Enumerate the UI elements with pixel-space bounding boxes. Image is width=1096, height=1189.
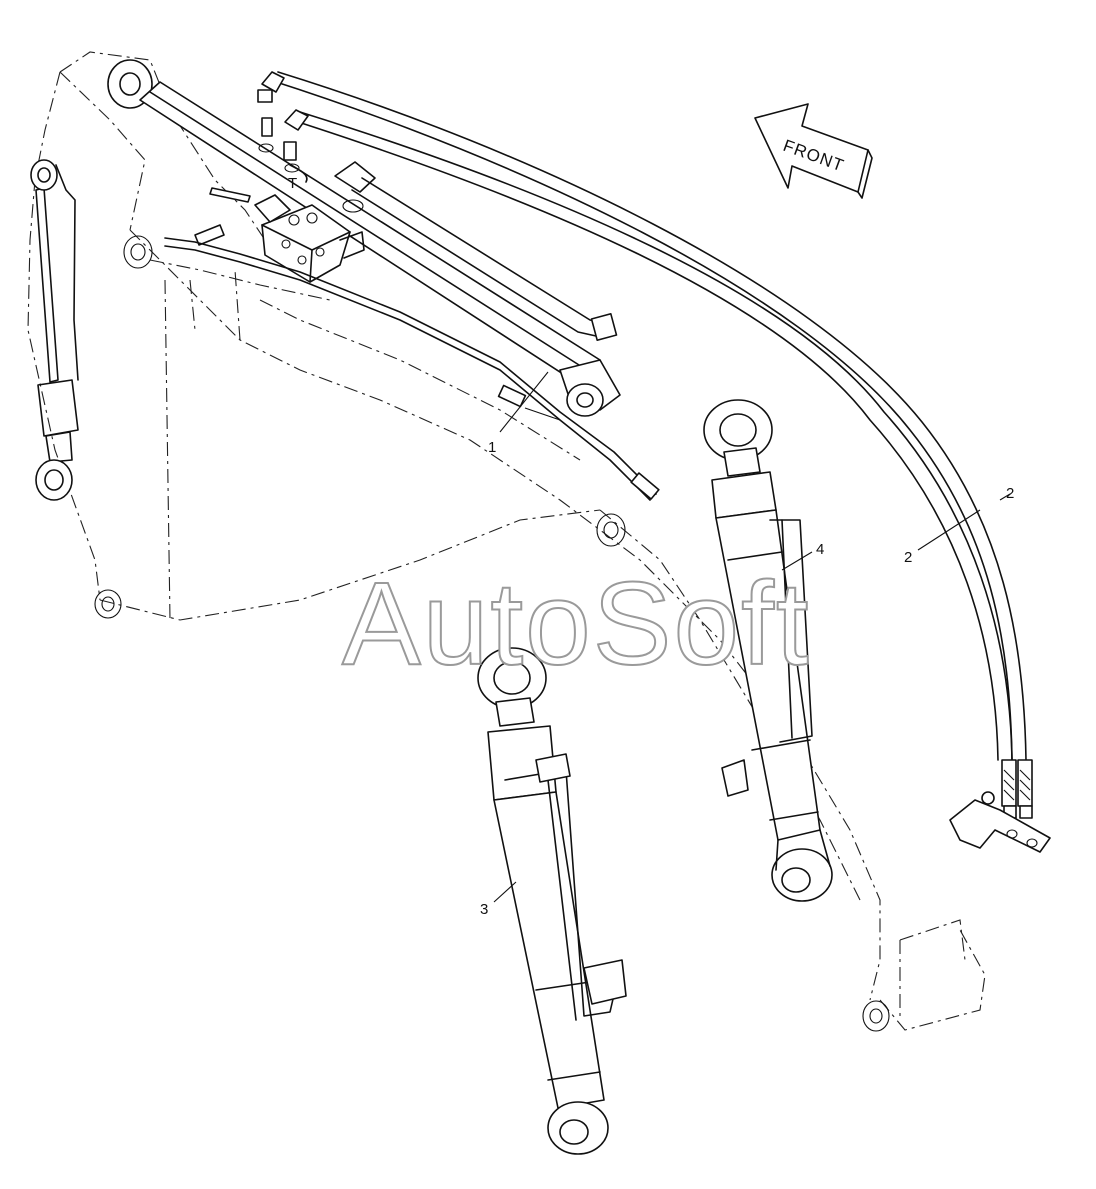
callout-2b: 2 (904, 549, 912, 566)
callout-2b-leader (917, 509, 981, 551)
callouts: 1 2 2 3 4 (480, 371, 1014, 918)
callout-3: 3 (480, 901, 488, 918)
valve-port-label: T (288, 175, 297, 192)
callout-2a: 2 (1006, 485, 1014, 502)
boom-cylinder-top (107, 59, 621, 417)
cylinder-3 (477, 647, 627, 1155)
callout-1-leader (499, 371, 549, 433)
callout-3-leader (493, 881, 517, 903)
hydraulic-hose-pair (257, 71, 1033, 819)
cylinder-4 (703, 399, 833, 902)
callout-4-leader (781, 551, 813, 571)
valve-block: T (194, 161, 618, 342)
watermark-text: AutoSoft (342, 558, 811, 690)
hose-bracket (949, 791, 1051, 853)
callout-4: 4 (816, 541, 824, 558)
boom-outline (27, 51, 986, 1032)
front-direction-arrow: FRONT (754, 103, 873, 199)
boom-pipe (164, 237, 660, 501)
arm-cylinder-left (30, 159, 79, 501)
callout-1: 1 (488, 439, 496, 456)
callout-2a-leader (999, 493, 1011, 501)
